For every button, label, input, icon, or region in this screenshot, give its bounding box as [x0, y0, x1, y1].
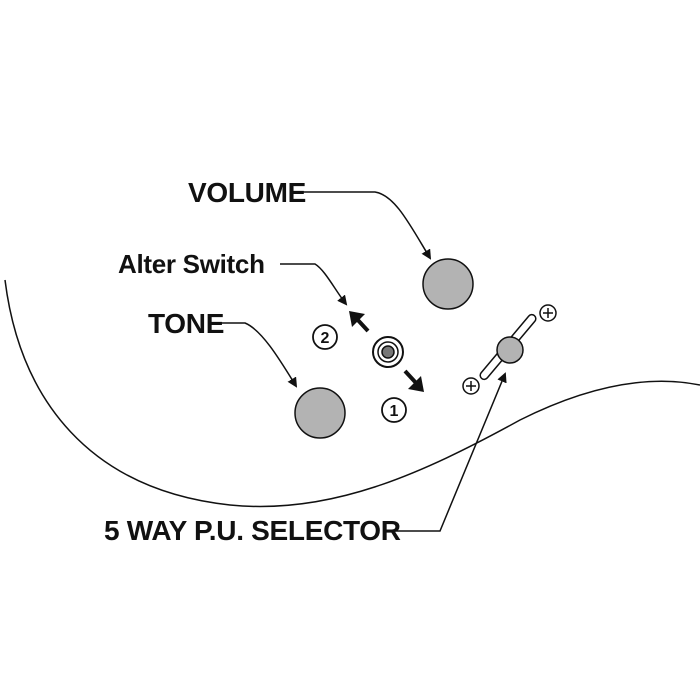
guitar-body-outline: [4, 279, 700, 508]
selector-leader-line: [386, 372, 507, 532]
volume-knob[interactable]: [422, 258, 474, 310]
tone-leader-line: [215, 322, 298, 388]
pickup-selector[interactable]: [479, 313, 538, 381]
volume-leader-line: [298, 191, 432, 260]
selector-label: 5 WAY P.U. SELECTOR: [104, 515, 401, 546]
plus-screw-icon: [462, 377, 480, 395]
switch-position-1: 1: [381, 397, 407, 423]
switch-position-2: 2: [312, 324, 338, 350]
alter-switch-label: Alter Switch: [118, 249, 265, 279]
svg-text:2: 2: [321, 330, 330, 347]
plus-screw-icon: [539, 304, 557, 322]
double-arrow-icon: [349, 311, 424, 392]
alter-switch[interactable]: [372, 336, 404, 368]
tone-label: TONE: [148, 308, 224, 339]
svg-text:1: 1: [390, 403, 399, 420]
tone-knob[interactable]: [294, 387, 346, 439]
alter-switch-leader-line: [280, 263, 348, 306]
volume-label: VOLUME: [188, 177, 306, 208]
